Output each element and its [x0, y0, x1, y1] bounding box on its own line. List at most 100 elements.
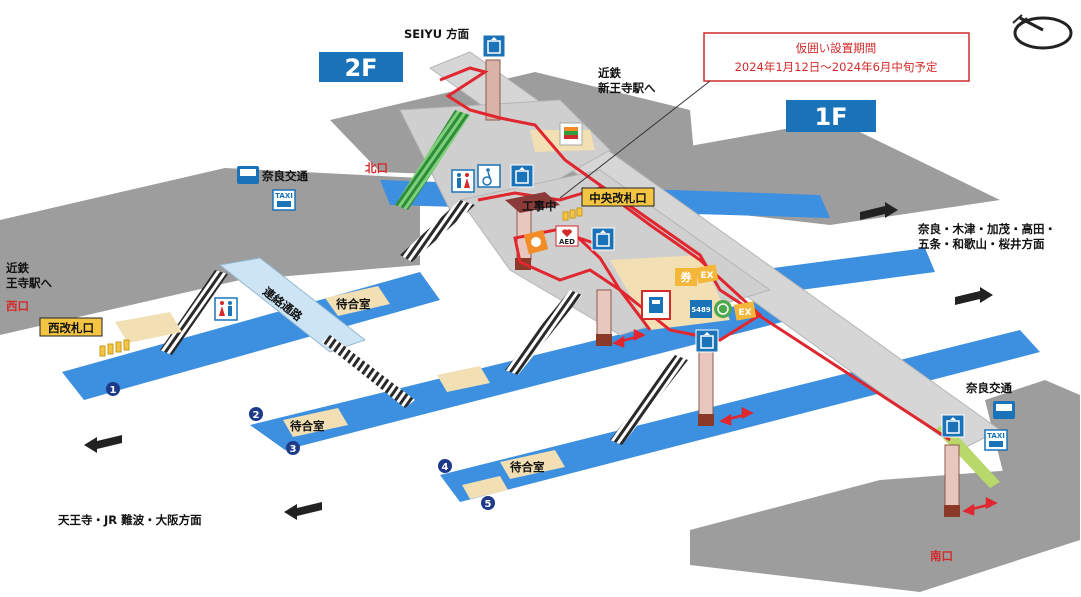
stairs-platform-2 — [505, 290, 582, 375]
nara-direction-line1: 奈良・木津・加茂・高田・ — [917, 222, 1056, 236]
west-gate-label: 西改札口 — [48, 321, 94, 335]
atm-icon: 5489 — [690, 300, 712, 318]
nara-kotsu-north-label: 奈良交通 — [261, 169, 308, 183]
bus-icon-south — [993, 401, 1015, 419]
upper-left-concourse-slab — [0, 168, 420, 335]
ex-text-2: EX — [738, 308, 751, 318]
stairs-platform-4 — [610, 355, 688, 445]
north-exit-label: 北口 — [365, 161, 388, 175]
elevator-base-platform-4 — [698, 414, 714, 426]
shop-icon — [523, 229, 549, 255]
kintetsu-shin-ojiji-line2: 新王寺駅へ — [598, 81, 656, 95]
taxi-south-text: TAXI — [987, 432, 1005, 440]
arrow-west-tennoji-1 — [84, 435, 122, 453]
central-gate-barriers-icon — [562, 207, 583, 221]
waiting-room-platform-2 — [283, 408, 348, 437]
ic-card-icon — [714, 300, 732, 318]
restroom-icon-north — [451, 169, 475, 193]
elevator-shaft-platform-2 — [596, 289, 612, 341]
aed-icon: AED — [555, 225, 579, 247]
aed-text: AED — [559, 238, 575, 246]
ticket-char: 券 — [680, 270, 693, 284]
central-gate-badge — [581, 187, 655, 207]
waiting-room-3-label: 待合室 — [510, 460, 545, 474]
elevator-icon-seiyu — [482, 34, 506, 58]
elevator-base-platform-2 — [596, 334, 612, 346]
platform-number-4: 4 — [442, 462, 449, 473]
bottom-right-slab — [690, 465, 1080, 592]
convenience-store-icon — [559, 122, 583, 146]
platform-number-3: 3 — [290, 444, 297, 455]
escalator-south — [935, 422, 1000, 488]
elevator-shaft-seiyu — [485, 59, 501, 121]
arrow-east-nara-1 — [860, 202, 898, 220]
waiting-room-platform-1 — [325, 286, 390, 316]
elevator-icon-platform-4 — [695, 329, 719, 353]
south-exit-label: 南口 — [930, 549, 953, 563]
platform-number-4-badge — [438, 459, 452, 473]
kintetsu-ojiji-line2: 王寺駅へ — [6, 276, 52, 290]
west-gate-barriers-icon — [99, 339, 130, 357]
nara-direction-line2: 五条・和歌山・桜井方面 — [918, 237, 1045, 251]
floor-2f-label: 2F — [344, 54, 377, 82]
arrow-east-nara-2 — [955, 287, 993, 305]
construction-marker: 工事中 — [505, 192, 560, 213]
connecting-corridor-deck — [218, 257, 367, 353]
route-arrow-south — [962, 496, 998, 516]
bus-icon-north — [237, 166, 259, 184]
tennoji-direction-label: 天王寺・JR 難波・大阪方面 — [58, 513, 202, 527]
elevator-icon-central — [510, 164, 534, 188]
taxi-north-text: TAXI — [275, 192, 293, 200]
platform-number-5-badge — [481, 496, 495, 510]
waiting-room-1-label: 待合室 — [336, 297, 371, 311]
elevator-shaft-south — [944, 444, 960, 511]
central-gate-label: 中央改札口 — [589, 191, 647, 205]
platform-number-2: 2 — [253, 410, 260, 421]
route-arrow-platform-2 — [612, 328, 646, 348]
compass-north-icon — [1012, 14, 1073, 50]
waiting-room-platform-4 — [500, 450, 565, 479]
ex-badge-icon-1: EX — [695, 264, 719, 284]
waiting-room-2-label: 待合室 — [290, 419, 325, 433]
escalator-north — [395, 110, 470, 210]
construction-label: 工事中 — [522, 199, 557, 213]
route-connector — [568, 228, 652, 331]
notice-line-1: 仮囲い設置期間 — [796, 41, 877, 55]
elevator-icon-platform-2 — [591, 227, 615, 251]
platform-number-3-badge — [286, 441, 300, 455]
floor-badge-2f — [319, 52, 403, 82]
stairs-corridor — [322, 335, 415, 408]
west-gate-badge — [39, 317, 103, 337]
ex-badge-icon-2: EX — [733, 301, 757, 321]
route-central-loop — [477, 186, 763, 342]
taxi-icon-north: TAXI — [272, 189, 296, 211]
route-arrow-platform-4 — [719, 406, 754, 426]
platform-number-5: 5 — [485, 499, 492, 510]
platform-number-1-badge — [106, 382, 120, 396]
concourse-area-south — [462, 476, 508, 499]
platform-2-3 — [250, 300, 790, 450]
locker-icon — [641, 290, 671, 320]
kintetsu-ojiji-line1: 近鉄 — [6, 261, 29, 275]
west-exit-label: 西口 — [6, 299, 29, 313]
platform-number-1: 1 — [110, 385, 117, 396]
route-2f-north — [439, 66, 951, 442]
construction-notice-box — [703, 32, 970, 82]
stairs-west — [160, 270, 228, 355]
notice-leader-line — [559, 80, 711, 199]
restroom-icon-west — [214, 297, 238, 321]
nara-kotsu-south-label: 奈良交通 — [965, 381, 1012, 395]
floor-badge-1f — [786, 100, 876, 132]
floor-1f-label: 1F — [814, 103, 847, 131]
wheelchair-icon — [477, 164, 501, 188]
seiyu-direction-label: SEIYU 方面 — [404, 27, 470, 41]
elevator-base-south — [944, 505, 960, 517]
ex-text-1: EX — [700, 271, 713, 281]
concourse-area-mid — [437, 366, 490, 392]
arrow-west-tennoji-2 — [284, 502, 322, 520]
ticket-machine-icon: 券 — [675, 268, 697, 286]
stairs-north — [400, 200, 475, 262]
atm-text: 5489 — [691, 306, 711, 314]
concourse-area-west — [115, 312, 182, 343]
